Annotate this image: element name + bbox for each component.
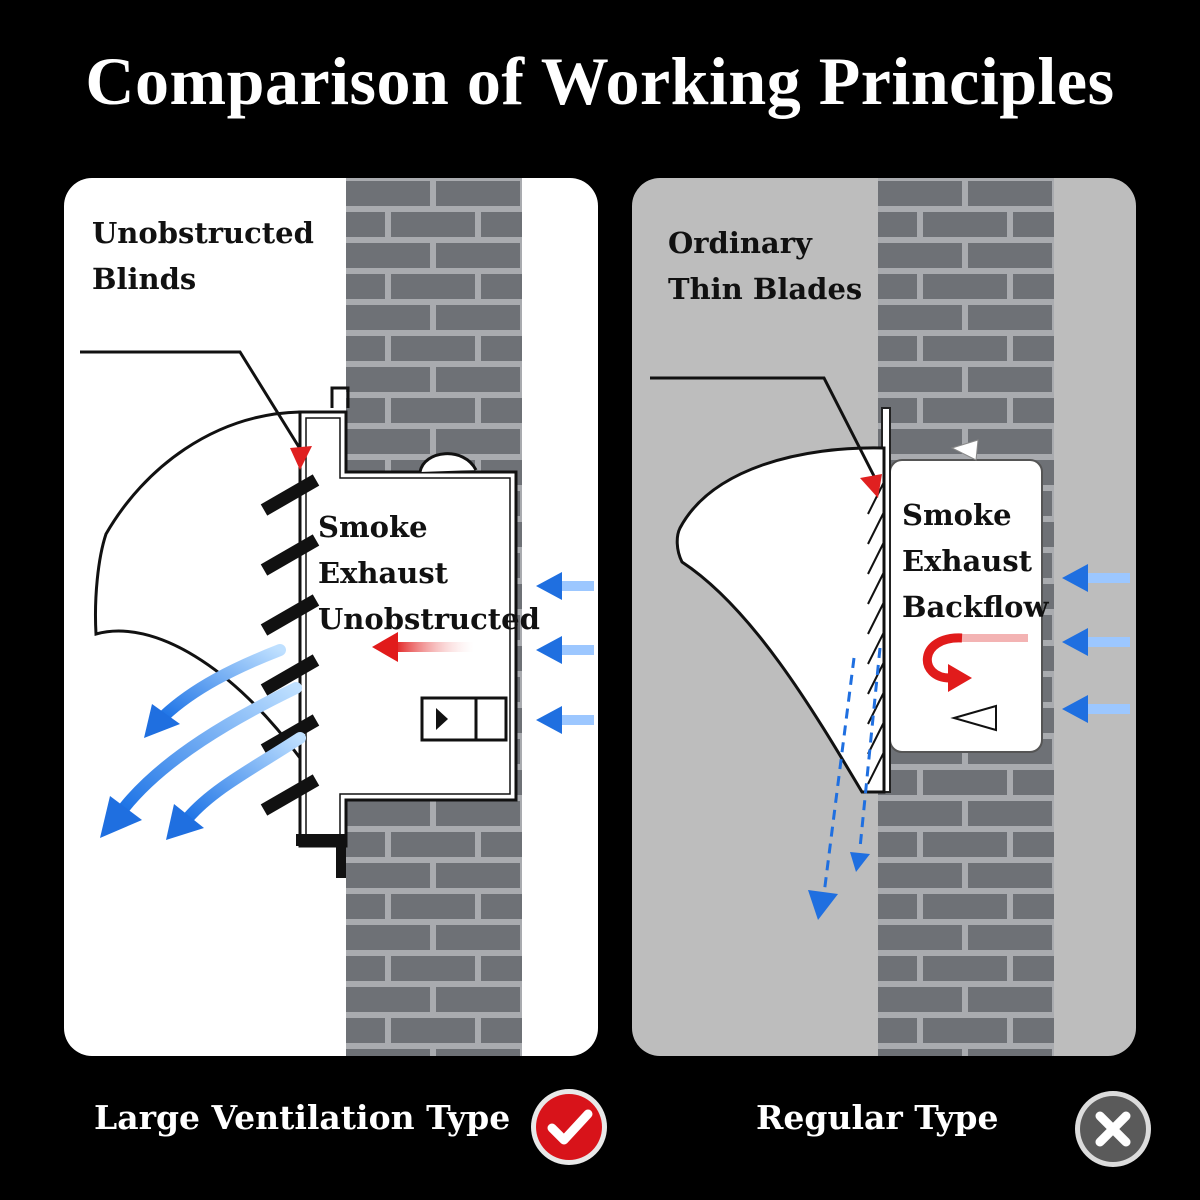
outflow-arrows xyxy=(118,644,306,824)
thin-blades xyxy=(867,481,885,785)
regular-type-diagram xyxy=(650,178,1130,1056)
inflow-arrows xyxy=(1062,564,1130,723)
inflow-arrows xyxy=(536,572,594,734)
smoke-exhaust-backflow-label: Smoke Exhaust Backflow xyxy=(902,498,1049,624)
vent-hood xyxy=(675,446,886,794)
backflow-arrow-red xyxy=(922,633,1028,692)
louver-blades xyxy=(260,474,320,816)
blinds-pointer-line xyxy=(80,350,304,453)
ordinary-thin-blades-label: Ordinary Thin Blades xyxy=(668,226,863,306)
weak-outflow-arrows xyxy=(822,647,882,895)
regular-type-panel: Ordinary Thin Blades Smoke Exhaust Backf… xyxy=(632,178,1136,1056)
page-title: Comparison of Working Principles xyxy=(85,43,1115,119)
blinds-pointer-arrow xyxy=(290,446,312,470)
regular-type-label: Regular Type xyxy=(756,1098,999,1137)
smoke-exhaust-unobstructed-label: Smoke Exhaust Unobstructed xyxy=(318,510,540,636)
cross-icon xyxy=(1075,1091,1151,1167)
large-ventilation-panel: Unobstructed Blinds Smoke Exhaust Unobst… xyxy=(64,178,598,1056)
large-ventilation-type-label: Large Ventilation Type xyxy=(94,1098,511,1137)
check-icon xyxy=(531,1089,607,1165)
smoke-arrow-red xyxy=(372,632,398,662)
large-ventilation-diagram xyxy=(80,178,594,1056)
blades-pointer-arrow xyxy=(860,474,882,498)
blades-pointer-line xyxy=(650,376,878,481)
unobstructed-blinds-label: Unobstructed Blinds xyxy=(92,216,314,296)
